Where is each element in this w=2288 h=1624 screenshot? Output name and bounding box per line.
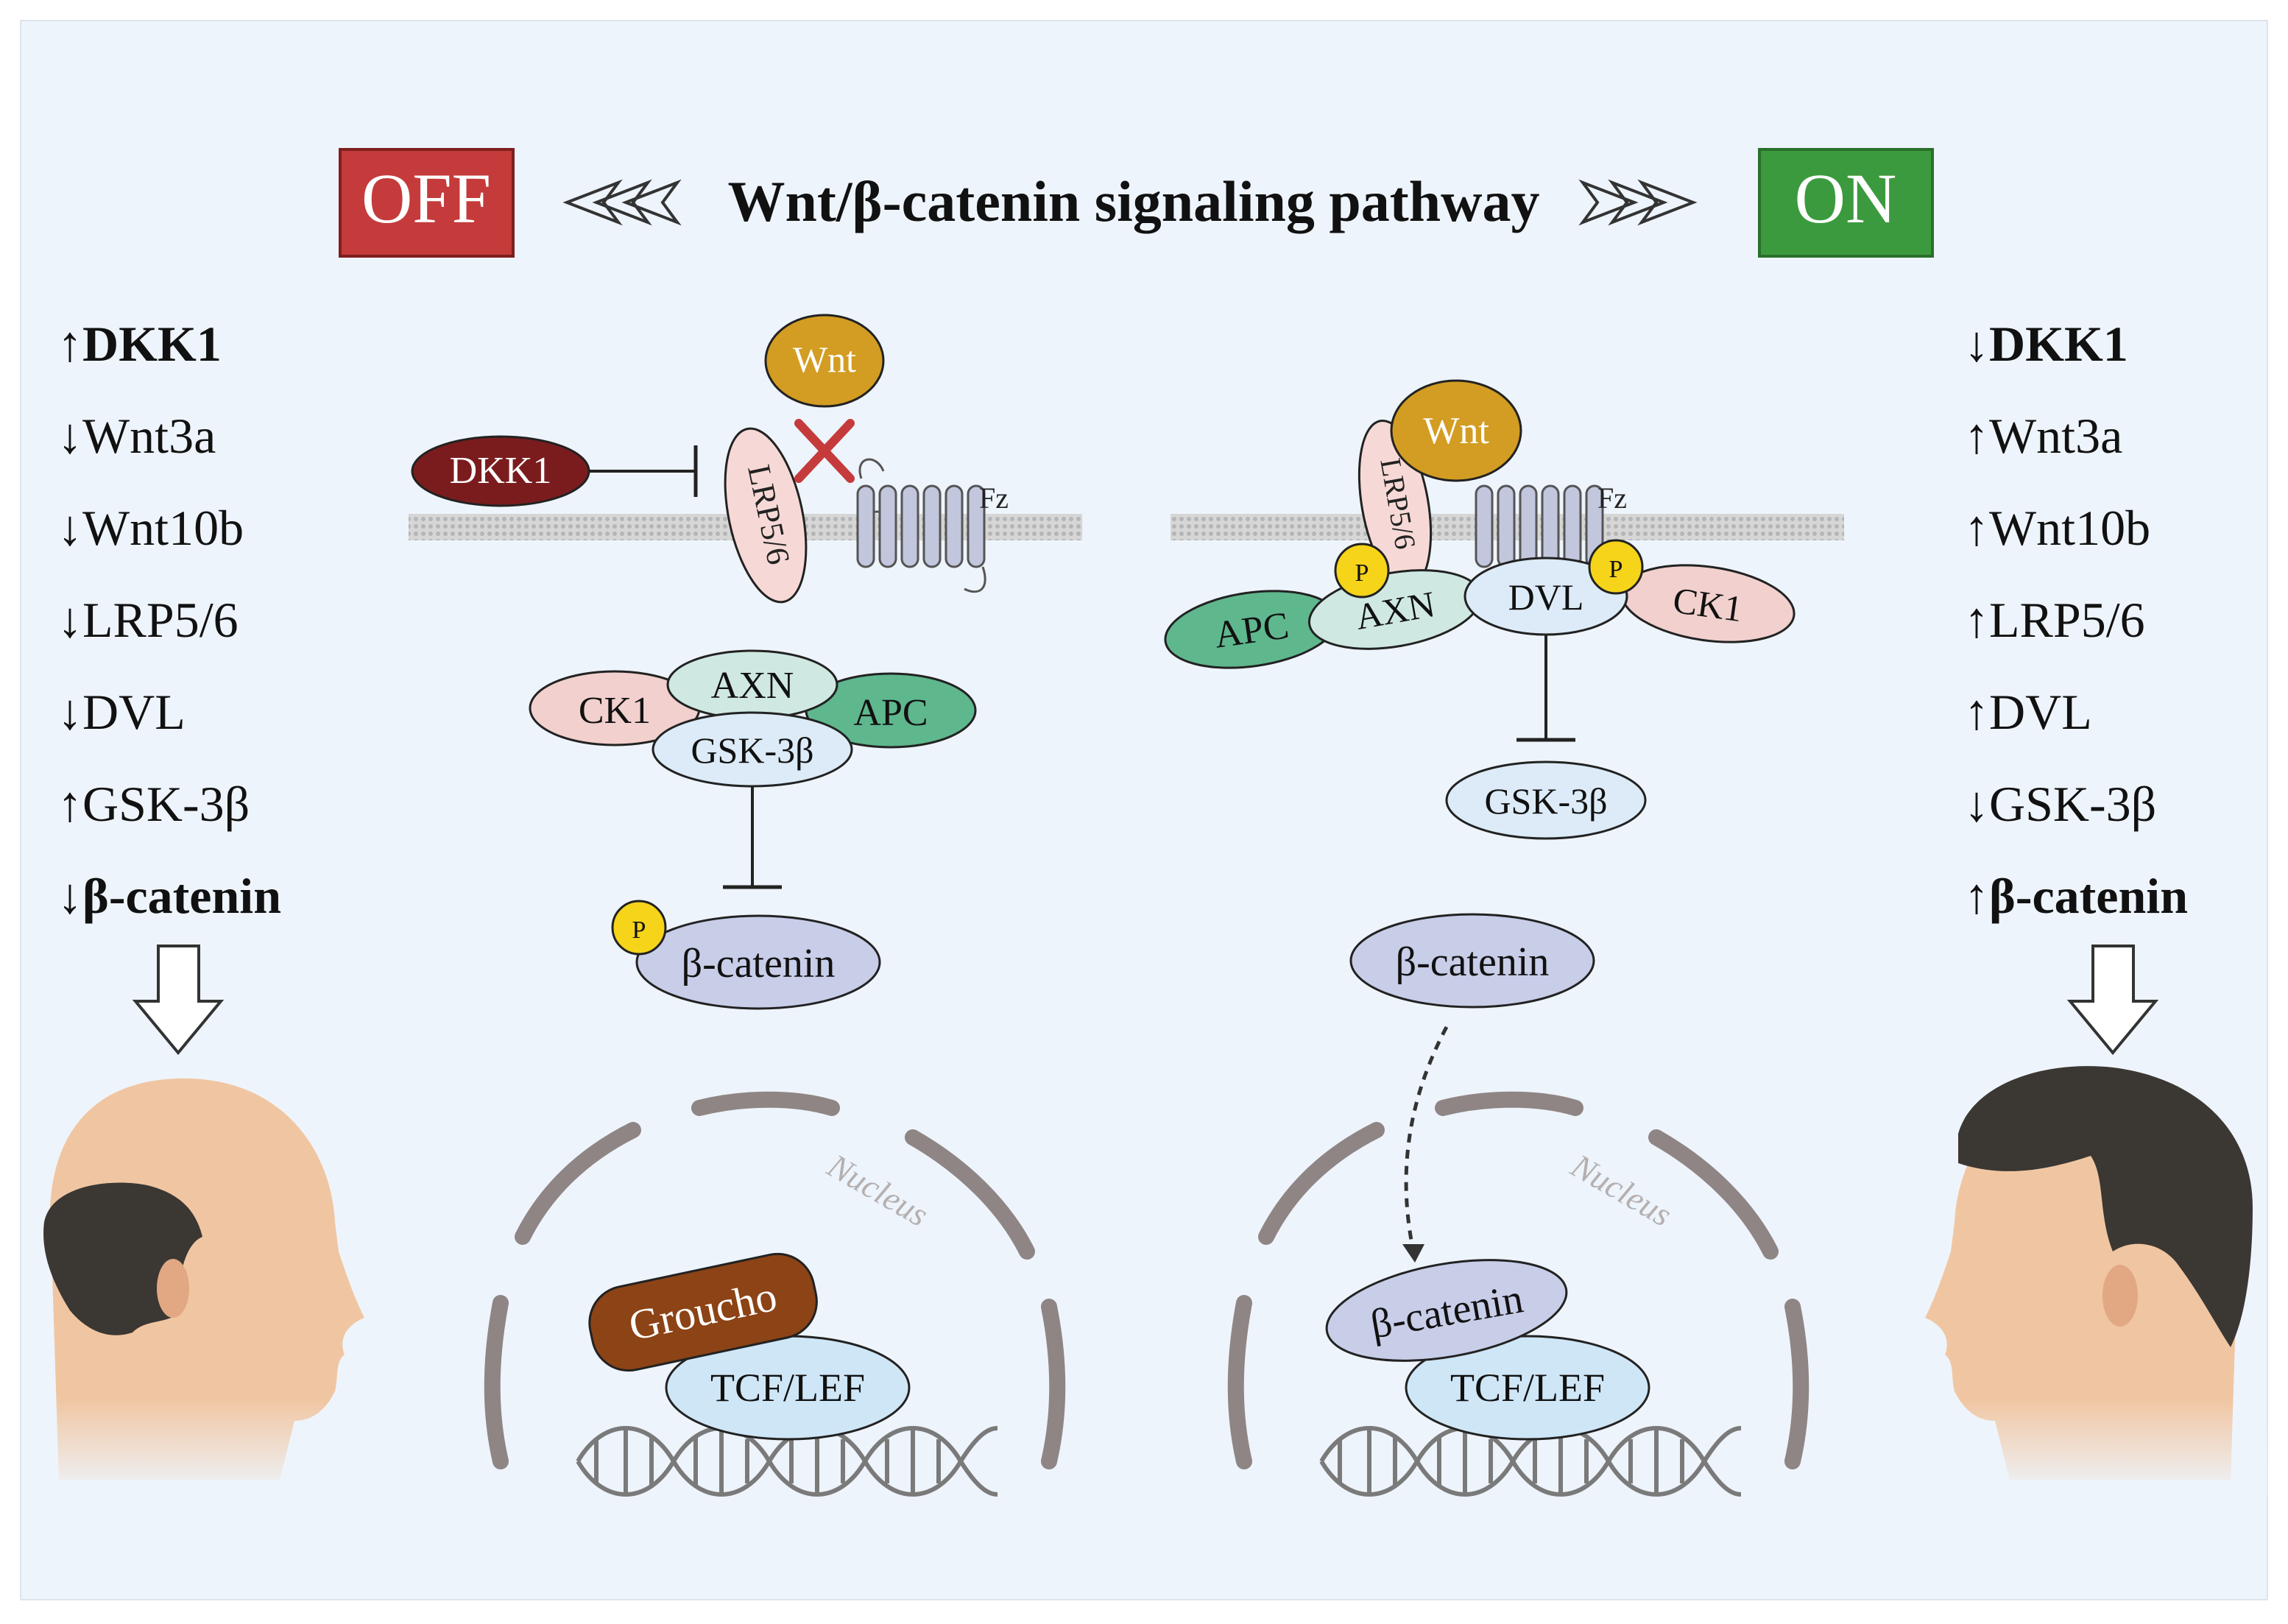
background-panel xyxy=(20,20,2268,1600)
ck1-label: CK1 xyxy=(579,690,651,732)
blocked-x-icon xyxy=(794,419,855,483)
left-list-item: ↓DVL xyxy=(57,684,186,740)
off-badge xyxy=(339,148,515,258)
on-badge xyxy=(1758,148,1934,258)
tcf-lef-node xyxy=(1405,1335,1650,1441)
full-hair-head-icon xyxy=(1885,1066,2267,1494)
nuclear-beta-catenin-node: β-catenin xyxy=(1325,1259,1568,1362)
wnt-node xyxy=(1390,379,1522,482)
translocation-arrowhead-icon xyxy=(1402,1244,1424,1263)
left-list-item: ↓LRP5/6 xyxy=(57,592,239,648)
right-marker-list: ↓DKK1 ↑Wnt3a ↑Wnt10b ↑LRP5/6 ↑DVL ↓GSK-3… xyxy=(1964,316,2188,924)
beta-catenin-node xyxy=(635,914,881,1010)
gsk-label: GSK-3β xyxy=(1484,780,1607,822)
beta-catenin-label: β-catenin xyxy=(1396,939,1550,985)
translocation-arrow xyxy=(1404,1025,1449,1252)
right-down-arrow-icon xyxy=(2066,945,2159,1056)
groucho-node: Groucho xyxy=(588,1252,818,1372)
apc-label: APC xyxy=(1212,604,1291,657)
left-list-item: ↑DKK1 xyxy=(57,316,222,372)
fz-receptor xyxy=(856,458,986,593)
lrp-receptor: LRP5/6 xyxy=(724,427,808,604)
dna-helix-icon xyxy=(576,1426,998,1497)
phospho-label: P xyxy=(1609,556,1623,583)
left-down-arrow-icon xyxy=(132,945,225,1056)
right-list-item: ↑Wnt3a xyxy=(1964,408,2122,464)
apc-label: APC xyxy=(853,692,928,734)
axn-label: AXN xyxy=(711,665,794,707)
left-list-item: ↓β-catenin xyxy=(57,868,281,924)
left-list-item: ↓Wnt3a xyxy=(57,408,216,464)
beta-catenin-node xyxy=(1349,913,1595,1009)
diagram-title: Wnt/β-catenin signaling pathway xyxy=(728,169,1540,233)
on-badge-label: ON xyxy=(1795,159,1897,238)
wnt-label: Wnt xyxy=(1423,410,1489,452)
gsk-node xyxy=(1445,760,1647,840)
beta-catenin-label: β-catenin xyxy=(682,941,836,986)
right-list-item: ↑Wnt10b xyxy=(1964,500,2150,556)
balding-head-icon xyxy=(22,1078,405,1494)
off-panel: Fz LRP5/6 DKK1 Wnt APC CK1 AXN GSK-3β β xyxy=(409,314,1082,1497)
left-chevrons-icon xyxy=(562,179,682,226)
ck1-node: CK1 xyxy=(1620,564,1796,643)
gsk-label: GSK-3β xyxy=(691,730,813,771)
apc-node: APC xyxy=(1164,590,1339,669)
phospho-label: P xyxy=(632,917,646,944)
tcf-lef-label: TCF/LEF xyxy=(710,1366,865,1410)
fz-label: Fz xyxy=(1597,481,1627,515)
right-list-item: ↑LRP5/6 xyxy=(1964,592,2145,648)
nucleus-envelope xyxy=(1227,1091,1809,1469)
nucleus-envelope xyxy=(484,1091,1066,1469)
off-badge-label: OFF xyxy=(361,159,491,238)
phospho-badge xyxy=(611,900,667,956)
wnt-label: Wnt xyxy=(793,339,856,380)
right-list-item: ↑β-catenin xyxy=(1964,868,2188,924)
on-panel: Fz LRP5/6 Wnt APC AXN CK1 DVL P P GSK-3β xyxy=(1164,379,1844,1497)
phospho-badge xyxy=(1334,543,1390,599)
fz-label: Fz xyxy=(979,481,1009,515)
dkk1-label: DKK1 xyxy=(450,450,552,492)
left-list-item: ↓Wnt10b xyxy=(57,500,244,556)
tcf-lef-label: TCF/LEF xyxy=(1450,1366,1605,1410)
right-list-item: ↓GSK-3β xyxy=(1964,776,2156,832)
wnt-node xyxy=(764,314,885,408)
left-list-item: ↑GSK-3β xyxy=(57,776,250,832)
header: OFF Wnt/β-catenin signaling pathway ON xyxy=(339,148,1934,258)
right-chevrons-icon xyxy=(1578,179,1698,226)
phospho-badge xyxy=(1588,539,1644,595)
dvl-label: DVL xyxy=(1508,576,1584,618)
right-list-item: ↓DKK1 xyxy=(1964,316,2128,372)
left-marker-list: ↑DKK1 ↓Wnt3a ↓Wnt10b ↓LRP5/6 ↓DVL ↑GSK-3… xyxy=(57,316,281,924)
right-list-item: ↑DVL xyxy=(1964,684,2092,740)
phospho-label: P xyxy=(1355,559,1369,587)
ck1-label: CK1 xyxy=(1670,579,1745,630)
